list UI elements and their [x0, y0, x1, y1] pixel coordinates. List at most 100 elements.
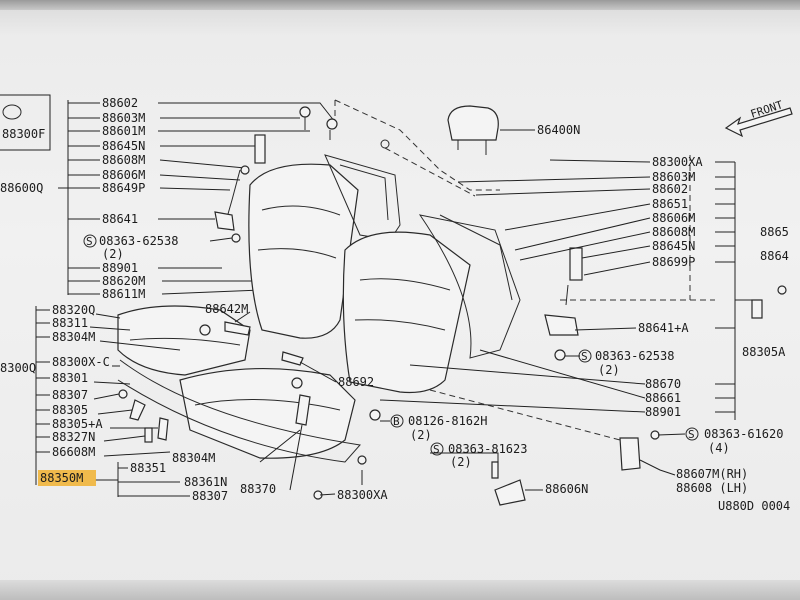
monitor-bezel-bottom: [0, 580, 800, 600]
label-08363-62538-left: 08363-62538: [99, 234, 178, 248]
label-08363-62538-right: 08363-62538: [595, 349, 674, 363]
symbol-s-icon: [83, 234, 97, 248]
label-86400N: 86400N: [537, 123, 580, 137]
label-88699P: 88699P: [652, 255, 695, 269]
label-88606N: 88606N: [545, 482, 588, 496]
clip-88327N: [144, 427, 153, 443]
bracket-ticks-right: [715, 161, 735, 413]
clip-88305A: [751, 299, 763, 319]
label-88608-LH: 88608 (LH): [676, 481, 748, 495]
seatback-right-cushion: [342, 231, 471, 394]
leader-lines-right: [379, 159, 752, 413]
label-qty-2-a: (2): [102, 247, 124, 261]
label-88307-lower: 88307: [192, 489, 228, 503]
clip-icon: [380, 139, 390, 149]
headrest-posts: [457, 140, 487, 155]
label-88300Q: 8300Q: [0, 361, 36, 375]
seat-cushion-left: [117, 305, 251, 376]
clip-part-icon: [2, 104, 22, 120]
symbol-s-text: S: [688, 428, 695, 441]
label-88649P: 88649P: [102, 181, 145, 195]
seam-line: [194, 399, 341, 411]
hook-88642M: [224, 321, 251, 336]
label-88602-left: 88602: [102, 96, 138, 110]
ring-icon: [240, 165, 250, 175]
label-88307-left: 88307: [52, 388, 88, 402]
screw-icon: [554, 349, 566, 361]
seam-line: [359, 278, 451, 291]
leader-lines-lower: [89, 311, 686, 496]
label-88603M-left: 88603M: [102, 111, 145, 125]
grommet-icon: [291, 377, 303, 389]
seam-line: [129, 337, 241, 346]
label-88641A: 88641+A: [638, 321, 689, 335]
label-qty-2-b: (2): [598, 363, 620, 377]
latch-bracket: [214, 211, 235, 231]
label-88620M: 88620M: [102, 274, 145, 288]
label-88641: 88641: [102, 212, 138, 226]
label-88608M-left: 88608M: [102, 153, 145, 167]
seat-frame: [117, 359, 361, 463]
label-88300X-C: 88300X-C: [52, 355, 110, 369]
bolt-icon: [326, 118, 338, 130]
label-88350M: 88350M: [40, 471, 83, 485]
highlight-88350M: [38, 470, 96, 486]
label-88901-right: 88901: [645, 405, 681, 419]
leader-lines-upper-left: [158, 102, 336, 295]
seat-cushion-right: [179, 368, 356, 459]
label-88642M: 88642M: [205, 302, 248, 316]
label-88645N-right: 88645N: [652, 239, 695, 253]
label-88311: 88311: [52, 316, 88, 330]
label-88304M-lower: 88304M: [172, 451, 215, 465]
headrest-icon: [447, 105, 499, 141]
label-88607M-RH: 88607M(RH): [676, 467, 748, 481]
bolt-88300XA: [357, 455, 367, 465]
symbol-s-text: S: [433, 443, 440, 456]
dashed-guide-5: [429, 389, 621, 441]
seam-line: [261, 205, 341, 216]
strap-88370: [295, 394, 311, 426]
label-8865-cut: 8865: [760, 225, 789, 239]
bolt-icon: [299, 106, 311, 118]
bracket-ticks-upper: [68, 102, 100, 295]
label-88606M-left: 88606M: [102, 168, 145, 182]
symbol-b-text: B: [393, 415, 400, 428]
hook-88692: [281, 351, 304, 366]
label-8864-cut: 8864: [760, 249, 789, 263]
label-qty-4: (4): [708, 441, 730, 455]
screw-icon: [650, 430, 660, 440]
label-88305A: 88305A: [742, 345, 786, 359]
label-88327N: 88327N: [52, 430, 95, 444]
label-U880D: U880D 0004: [718, 499, 790, 513]
seam-line: [257, 248, 337, 259]
symbol-s-icon: [430, 442, 444, 456]
label-88645N-left: 88645N: [102, 139, 145, 153]
symbol-s-text: S: [581, 350, 588, 363]
front-arrow-icon: [724, 107, 793, 138]
label-88603M-right: 88603M: [652, 170, 695, 184]
label-qty-2-d: (2): [450, 455, 472, 469]
symbol-s-icon: [685, 427, 699, 441]
label-88300F: 88300F: [2, 127, 45, 141]
hinge-88607M: [619, 437, 641, 471]
label-88361N: 88361N: [184, 475, 227, 489]
label-88301: 88301: [52, 371, 88, 385]
label-88670: 88670: [645, 377, 681, 391]
label-88305: 88305: [52, 403, 88, 417]
label-08126-8162H: 08126-8162H: [408, 414, 487, 428]
label-88651: 88651: [652, 197, 688, 211]
callout-box-88300F: [0, 94, 51, 151]
bracket-88606N: [494, 479, 526, 506]
label-88608M-right: 88608M: [652, 225, 695, 239]
label-88601M: 88601M: [102, 124, 145, 138]
screw-icon: [231, 233, 241, 243]
cable: [565, 284, 569, 306]
frame-inner: [339, 164, 389, 221]
label-88611M: 88611M: [102, 287, 145, 301]
bracket-icon: [777, 285, 787, 295]
label-08363-81623: 08363-81623: [448, 442, 527, 456]
bracket-ticks-lower: [36, 309, 118, 481]
label-88661: 88661: [645, 391, 681, 405]
label-88901-left: 88901: [102, 261, 138, 275]
